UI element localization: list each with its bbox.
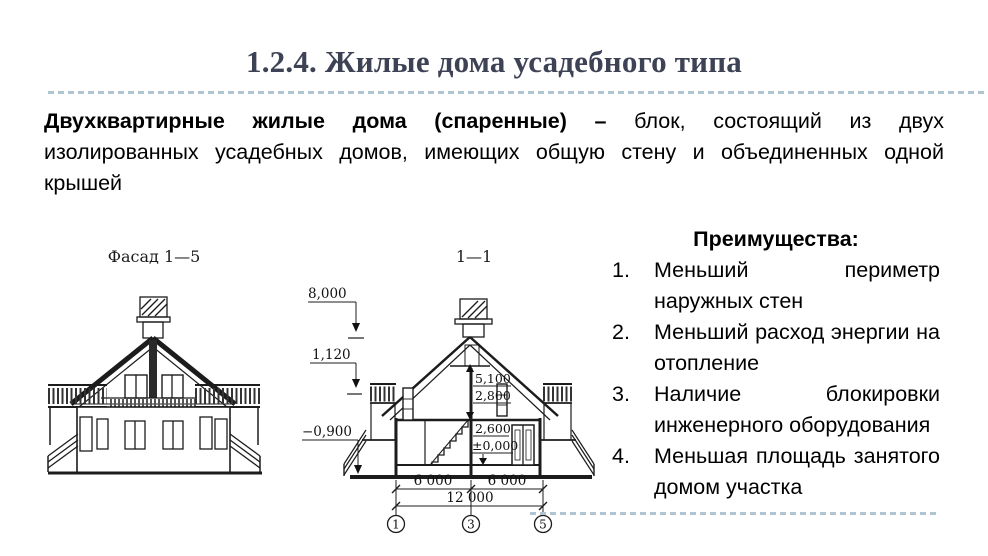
axis-circle-5: 5 [539,518,547,532]
facade-caption: Фасад 1—5 [107,247,201,266]
bottom-divider [530,512,938,515]
title-divider [48,91,988,94]
item-number: 1. [612,258,630,282]
dim-label-12000: 12 000 [446,490,493,506]
item-text: Меньший расход энергии на отопление [654,320,940,375]
advantages-list: 1. Меньший периметр наружных стен 2. Мен… [612,255,940,503]
item-number: 3. [612,382,630,406]
item-text: Меньший периметр наружных стен [654,258,940,313]
definition-line-3: крышей [44,171,123,195]
axis-circle-3: 3 [467,518,475,532]
item-text: Меньшая площадь занятого домом участка [654,444,940,499]
facade-linework [47,296,262,475]
section-caption: 1—1 [455,247,493,266]
dim-label-2800: 2,800 [475,388,511,403]
advantages-panel: Преимущества: 1. Меньший периметр наружн… [612,224,940,503]
definition-line-2: изолированных усадебных домов, имеющих о… [44,140,944,164]
section-figure: 1—1 [300,246,612,548]
definition-rest: блок, состоящий из двух [634,109,944,133]
item-number: 2. [612,320,630,344]
dim-label-8000: 8,000 [308,286,347,302]
list-item: 4. Меньшая площадь занятого домом участк… [612,441,940,503]
dim-label-minus0900: −0,900 [302,424,352,440]
definition-paragraph: Двухквартирные жилые дома (спаренные) – … [44,106,944,199]
list-item: 1. Меньший периметр наружных стен [612,255,940,317]
dim-label-0000: ±0,000 [472,438,518,453]
list-item: 2. Меньший расход энергии на отопление [612,317,940,379]
section-drawing: 8,000 1,120 −0,900 5,100 2,800 2,600 ±0,… [302,286,595,534]
section-linework [302,298,595,534]
dim-label-2600: 2,600 [475,421,511,436]
definition-term: Двухквартирные жилые дома (спаренные) – [44,109,607,133]
facade-drawing [47,296,262,475]
definition-line-1: Двухквартирные жилые дома (спаренные) – … [44,106,944,137]
item-text: Наличие блокировки инженерного оборудова… [654,382,940,437]
dim-label-6000-right: 6 000 [488,473,527,489]
dim-label-5100: 5,100 [475,371,511,386]
list-item: 3. Наличие блокировки инженерного оборуд… [612,379,940,441]
item-number: 4. [612,444,630,468]
page-title: 1.2.4. Жилые дома усадебного типа [246,44,742,79]
advantages-heading: Преимущества: [693,227,859,251]
dim-label-1120: 1,120 [312,347,351,363]
axis-circle-1: 1 [392,518,400,532]
facade-figure: Фасад 1—5 [38,246,270,480]
dim-label-6000-left: 6 000 [414,473,453,489]
